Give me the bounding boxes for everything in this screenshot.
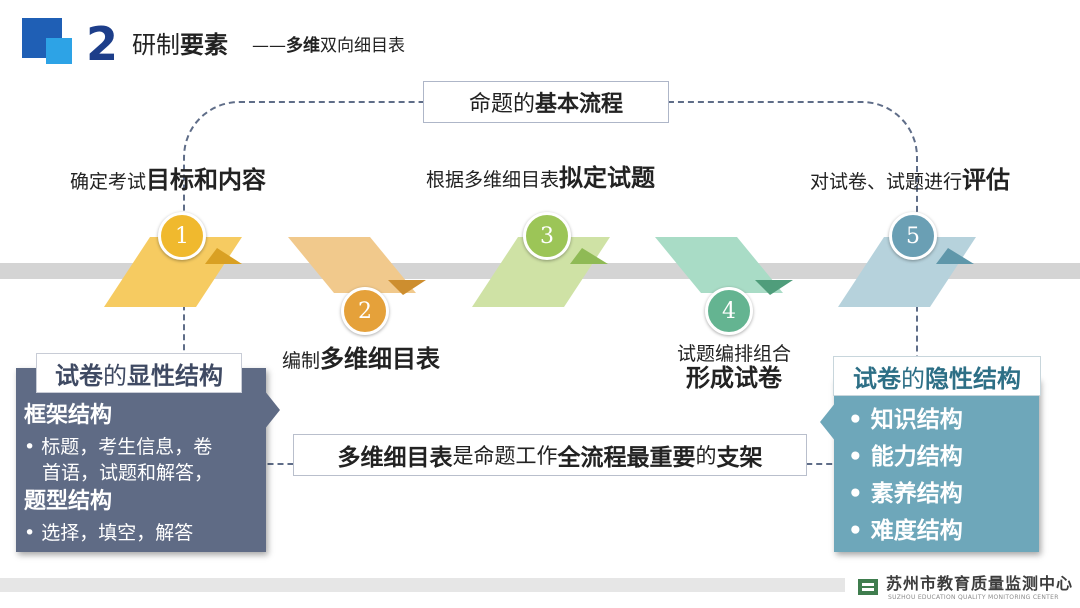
- step-3-circle: 3: [523, 212, 571, 260]
- step-5-fold: [936, 248, 974, 264]
- framework-heading: 框架结构: [24, 403, 113, 428]
- step-4-fold: [755, 280, 793, 295]
- flow-title-pre: 命题的: [468, 92, 535, 117]
- step-4-shape: [655, 237, 783, 293]
- right-head-mid: 的: [901, 364, 925, 393]
- step-3-label: 根据多维细目表拟定试题: [426, 165, 655, 193]
- left-head-b: 显性结构: [127, 361, 223, 390]
- step-5-shape: [838, 237, 976, 307]
- center-note-b2: 全流程最重要: [557, 445, 696, 471]
- step-3-fold: [570, 248, 608, 264]
- step-5-circle: 5: [889, 212, 937, 260]
- step-2-label: 编制多维细目表: [282, 346, 440, 374]
- implicit-item-difficulty: • 难度结构: [848, 518, 963, 544]
- section-number: 2: [86, 17, 119, 71]
- implicit-item-ability: • 能力结构: [848, 444, 963, 470]
- left-panel-pointer: [264, 390, 280, 430]
- step-1-shape: [104, 237, 242, 307]
- center-note-b1: 多维细目表: [337, 445, 453, 471]
- step-2-label-bold: 多维细目表: [320, 345, 441, 373]
- footer-band: [0, 578, 845, 592]
- framework-text-2: 首语，试题和解答，: [42, 462, 214, 484]
- center-note-b3: 支架: [716, 445, 763, 471]
- step-2-shape: [288, 237, 416, 293]
- step-4-label: 试题编排组合形成试卷: [664, 342, 804, 392]
- step-1-label-pre: 确定考试: [70, 171, 147, 193]
- right-head-b: 隐性结构: [925, 364, 1021, 393]
- explicit-structure-title: 试卷的显性结构: [36, 353, 242, 393]
- section-title: 研制要素: [132, 30, 228, 60]
- step-1-circle: 1: [158, 212, 206, 260]
- subtitle-bold: 多维: [286, 36, 320, 56]
- question-type-heading: 题型结构: [24, 489, 113, 514]
- org-logo-icon: [858, 579, 878, 595]
- subtitle-rest: 双向细目表: [320, 36, 405, 56]
- step-4-label-pre: 试题编排组合: [676, 343, 791, 365]
- center-note-t1: 是命题工作: [452, 444, 558, 468]
- left-head-mid: 的: [103, 361, 127, 390]
- step-4-circle: 4: [705, 287, 753, 335]
- step-2-fold: [388, 280, 426, 295]
- flow-title-bold: 基本流程: [535, 92, 624, 117]
- org-name: 苏州市教育质量监测中心: [886, 574, 1074, 593]
- framework-text-1: • 标题，考生信息，卷: [24, 436, 213, 458]
- center-note-t2: 的: [695, 444, 717, 468]
- step-3-shape: [472, 237, 610, 307]
- right-panel-pointer: [820, 402, 836, 442]
- right-head-a: 试卷: [853, 364, 901, 393]
- subtitle-dash: ——: [252, 36, 286, 56]
- implicit-structure-panel: [834, 378, 1039, 552]
- step-1-label-bold: 目标和内容: [146, 166, 267, 194]
- implicit-structure-title: 试卷的隐性结构: [833, 356, 1041, 396]
- step-4-label-bold: 形成试卷: [686, 364, 782, 392]
- section-subtitle: ——多维双向细目表: [252, 34, 405, 58]
- left-head-a: 试卷: [55, 361, 103, 390]
- step-5-label: 对试卷、试题进行评估: [810, 167, 1010, 195]
- question-type-text: • 选择，填空，解答: [24, 522, 194, 544]
- flow-title: 命题的基本流程: [423, 81, 669, 123]
- step-2-label-pre: 编制: [282, 350, 321, 372]
- step-5-label-bold: 评估: [962, 166, 1011, 194]
- step-1-label: 确定考试目标和内容: [70, 167, 266, 195]
- center-note: 多维细目表是命题工作全流程最重要的支架: [293, 434, 807, 476]
- explicit-structure-panel: [16, 368, 266, 552]
- org-name-en: SUZHOU EDUCATION QUALITY MONITORING CENT…: [888, 594, 1059, 601]
- section-title-b: 要素: [180, 31, 228, 59]
- implicit-item-literacy: • 素养结构: [848, 481, 963, 507]
- section-title-a: 研制: [132, 31, 180, 59]
- logo-square-light: [46, 38, 72, 64]
- step-1-fold: [205, 248, 242, 264]
- step-3-label-bold: 拟定试题: [559, 164, 656, 192]
- step-5-label-pre: 对试卷、试题进行: [810, 171, 963, 193]
- step-3-label-pre: 根据多维细目表: [426, 169, 560, 191]
- step-2-circle: 2: [341, 287, 389, 335]
- implicit-item-knowledge: • 知识结构: [848, 407, 963, 433]
